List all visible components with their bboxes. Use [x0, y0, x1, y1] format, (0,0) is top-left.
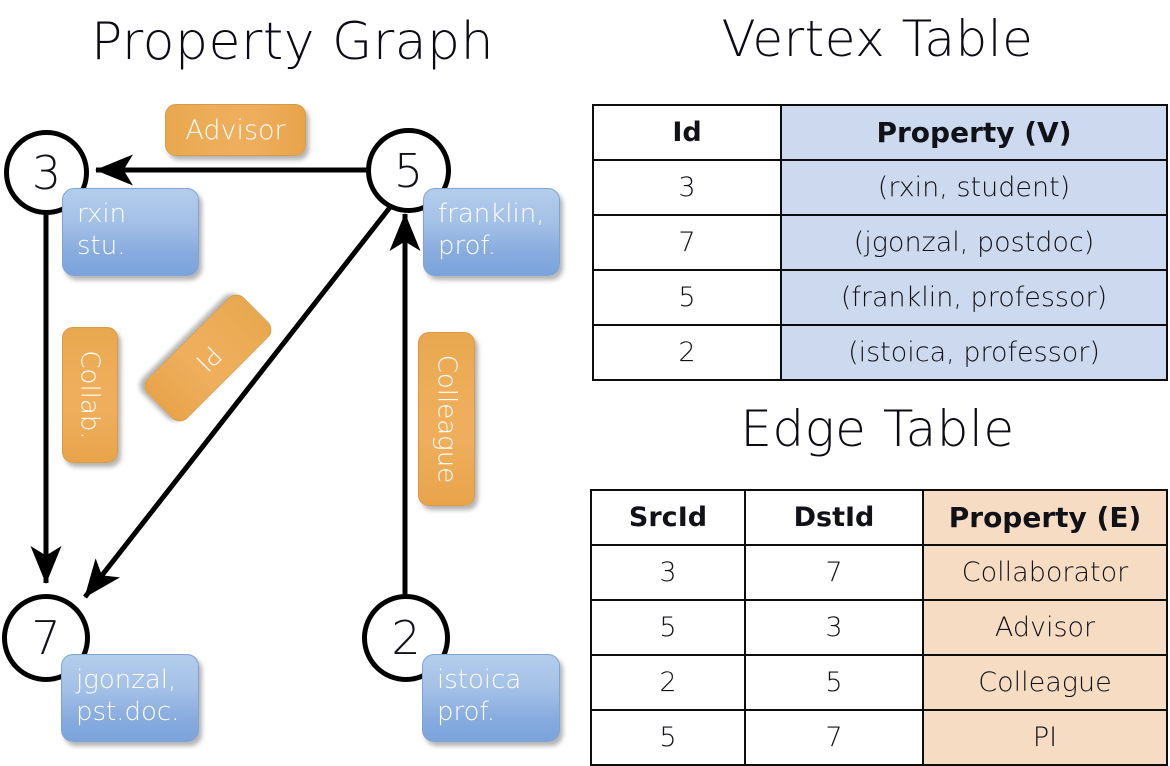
table-row[interactable]: 7 (jgonzal, postdoc) — [592, 214, 1168, 271]
vertex-node-5-id: 5 — [393, 143, 424, 198]
edge-table-header-property: Property (E) — [922, 489, 1168, 546]
edge-table-cell-dstid: 7 — [744, 709, 924, 766]
vertex-property-box-5-line2: prof. — [438, 230, 497, 261]
vertex-node-3-id: 3 — [31, 145, 62, 200]
page-title-vertex-table: Vertex Table — [721, 10, 1034, 68]
table-row[interactable]: 2 5 Colleague — [590, 654, 1168, 711]
vertex-table: Id Property (V) 3 (rxin, student) 7 (jgo… — [592, 104, 1168, 381]
edge-table-cell-dstid: 3 — [744, 599, 924, 656]
vertex-property-box-5-line1: franklin, — [438, 199, 545, 229]
table-row[interactable]: 5 3 Advisor — [590, 599, 1168, 656]
vertex-property-box-3-line2: stu. — [77, 230, 126, 261]
vertex-property-box-5: franklin, prof. — [423, 188, 560, 276]
table-row[interactable]: 2 (istoica, professor) — [592, 324, 1168, 381]
edge-table-header-srcid: SrcId — [590, 489, 746, 546]
vertex-table-cell-id: 5 — [592, 269, 782, 326]
vertex-table-cell-property: (rxin, student) — [780, 159, 1168, 216]
vertex-table-cell-id: 2 — [592, 324, 782, 381]
vertex-property-box-7-line2: pst.doc. — [76, 696, 180, 727]
edge-label-chip-advisor: Advisor — [165, 104, 306, 156]
page-title-property-graph: Property Graph — [90, 12, 495, 72]
edge-table-cell-srcid: 2 — [590, 654, 746, 711]
vertex-table-cell-property: (istoica, professor) — [780, 324, 1168, 381]
vertex-table-cell-property: (jgonzal, postdoc) — [780, 214, 1168, 271]
edge-label-colleague-text: Colleague — [431, 354, 462, 484]
edge-table-cell-dstid: 7 — [744, 544, 924, 601]
vertex-table-header-id: Id — [592, 104, 782, 161]
edge-label-chip-collab: Collab. — [62, 327, 118, 463]
edge-table-cell-property: Advisor — [922, 599, 1168, 656]
property-graph-diagram: 3 5 7 2 rxin stu. franklin, prof. jgonza… — [0, 0, 585, 760]
edge-table-cell-property: Colleague — [922, 654, 1168, 711]
vertex-property-box-7: jgonzal, pst.doc. — [61, 654, 199, 742]
table-row[interactable]: 5 (franklin, professor) — [592, 269, 1168, 326]
vertex-property-box-2: istoica prof. — [422, 654, 560, 742]
vertex-node-7-id: 7 — [31, 611, 61, 665]
vertex-table-cell-property: (franklin, professor) — [780, 269, 1168, 326]
edge-table-cell-property: Collaborator — [922, 544, 1168, 601]
vertex-node-2-id: 2 — [391, 611, 421, 665]
vertex-property-box-3-line1: rxin — [77, 199, 127, 229]
edge-table-cell-srcid: 5 — [590, 709, 746, 766]
table-row[interactable]: 5 7 PI — [590, 709, 1168, 766]
edge-label-pi-text: PI — [189, 339, 227, 377]
page-title-edge-table: Edge Table — [740, 400, 1015, 458]
edge-label-chip-colleague: Colleague — [418, 332, 475, 506]
edge-table-cell-property: PI — [922, 709, 1168, 766]
edge-table-header-row: SrcId DstId Property (E) — [590, 489, 1168, 546]
vertex-table-cell-id: 7 — [592, 214, 782, 271]
vertex-property-box-7-line1: jgonzal, — [76, 665, 177, 695]
vertex-table-header-row: Id Property (V) — [592, 104, 1168, 161]
edge-line-5-to-7 — [83, 204, 393, 599]
edge-table: SrcId DstId Property (E) 3 7 Collaborato… — [590, 489, 1168, 766]
vertex-property-box-3: rxin stu. — [62, 188, 199, 276]
edge-table-cell-dstid: 5 — [744, 654, 924, 711]
table-row[interactable]: 3 7 Collaborator — [590, 544, 1168, 601]
edge-table-header-dstid: DstId — [744, 489, 924, 546]
table-row[interactable]: 3 (rxin, student) — [592, 159, 1168, 216]
edge-label-collab-text: Collab. — [75, 350, 105, 440]
edge-table-cell-srcid: 5 — [590, 599, 746, 656]
vertex-node-5[interactable]: 5 — [366, 128, 451, 213]
vertex-table-cell-id: 3 — [592, 159, 782, 216]
vertex-table-header-property: Property (V) — [780, 104, 1168, 161]
vertex-property-box-2-line1: istoica — [437, 665, 522, 695]
graph-edge-lines — [30, 154, 421, 599]
vertex-property-box-2-line2: prof. — [437, 696, 496, 727]
edge-table-cell-srcid: 3 — [590, 544, 746, 601]
vertex-node-2[interactable]: 2 — [362, 594, 450, 682]
edge-label-advisor-text: Advisor — [185, 114, 286, 146]
